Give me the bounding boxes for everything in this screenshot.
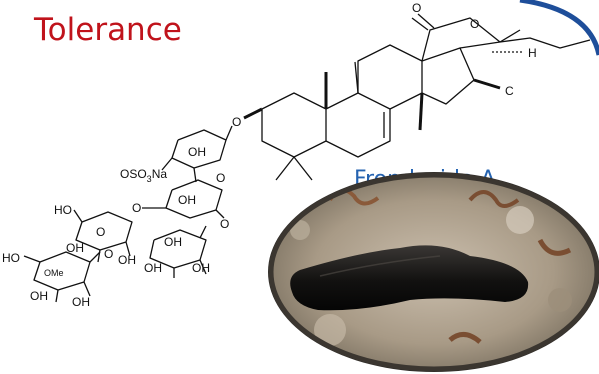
- atom-glycoside-o1: O: [232, 115, 241, 129]
- oh-9: OH: [72, 295, 90, 309]
- atom-glycoside-o3: O: [132, 201, 141, 215]
- ho-2: HO: [2, 251, 20, 265]
- oh-5: OH: [192, 261, 210, 275]
- sea-cucumber-photo: [268, 172, 599, 372]
- atom-glycoside-o2: O: [216, 171, 225, 185]
- page-title: Tolerance: [33, 12, 182, 48]
- atom-glycoside-o4: O: [220, 217, 229, 231]
- oh-6: OH: [66, 241, 84, 255]
- atom-lactone-o2: O: [470, 17, 479, 31]
- oh-7: OH: [118, 253, 136, 267]
- oh-2: OH: [178, 193, 196, 207]
- atom-c: C: [505, 84, 514, 98]
- oh-4: OH: [144, 261, 162, 275]
- oh-1: OH: [188, 145, 206, 159]
- atom-lactone-o1: O: [412, 1, 421, 15]
- border-arc: [519, 0, 599, 56]
- atom-glycoside-o5: O: [96, 225, 105, 239]
- aglycone-skeleton: [243, 13, 591, 181]
- atom-h: H: [528, 46, 537, 60]
- ome-group: OMe: [44, 268, 64, 278]
- ho-1: HO: [54, 203, 72, 217]
- sulfate-group: OSO3Na: [120, 167, 167, 184]
- atom-glycoside-o6: O: [104, 247, 113, 261]
- oh-3: OH: [164, 235, 182, 249]
- oh-8: OH: [30, 289, 48, 303]
- oligosaccharide-chain: [23, 125, 233, 303]
